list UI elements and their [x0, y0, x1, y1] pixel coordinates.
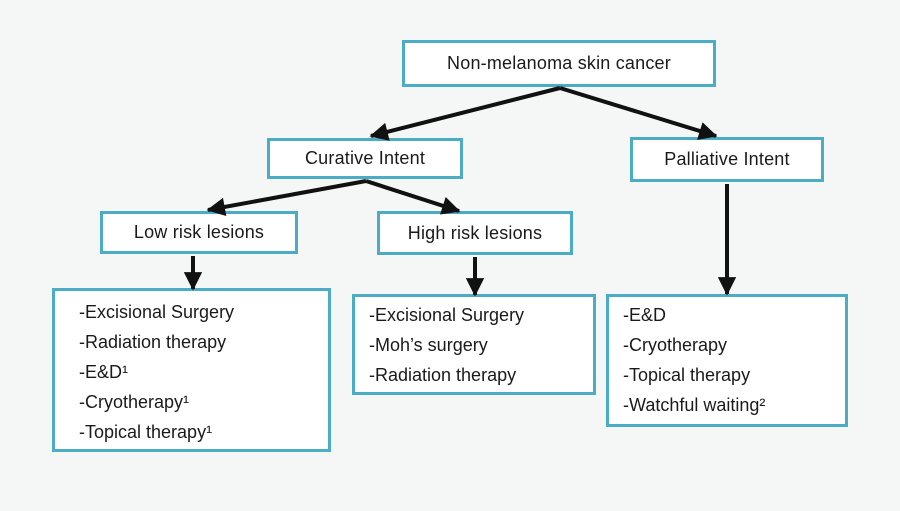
- node-label: Non-melanoma skin cancer: [447, 53, 671, 73]
- node-low-risk-treatments: -Excisional Surgery -Radiation therapy -…: [52, 288, 331, 452]
- node-curative-intent: Curative Intent: [267, 138, 463, 179]
- treatment-item: -E&D¹: [79, 362, 128, 382]
- arrow-root-to-curative: [369, 86, 561, 141]
- node-high-risk-treatments: -Excisional Surgery -Moh’s surgery -Radi…: [352, 294, 596, 395]
- arrow-root-to-palliative: [559, 86, 718, 140]
- treatment-item: -Moh’s surgery: [369, 335, 488, 355]
- treatment-item: -Radiation therapy: [79, 332, 227, 352]
- treatment-item: -Excisional Surgery: [79, 302, 235, 322]
- treatment-item: -E&D: [623, 305, 667, 325]
- node-high-risk-lesions: High risk lesions: [377, 211, 573, 255]
- treatment-item: -Watchful waiting²: [623, 395, 766, 415]
- treatment-item: -Cryotherapy¹: [79, 392, 190, 412]
- treatment-item: -Cryotherapy: [623, 335, 728, 355]
- treatment-item: -Excisional Surgery: [369, 305, 525, 325]
- treatment-item: -Radiation therapy: [369, 365, 517, 385]
- arrow-curative-to-high-risk: [365, 179, 461, 215]
- node-non-melanoma-skin-cancer: Non-melanoma skin cancer: [402, 40, 716, 87]
- treatment-item: -Topical therapy¹: [79, 422, 213, 442]
- arrow-curative-to-low-risk: [206, 179, 367, 216]
- treatment-item: -Topical therapy: [623, 365, 751, 385]
- node-low-risk-lesions: Low risk lesions: [100, 211, 298, 254]
- node-palliative-intent: Palliative Intent: [630, 137, 824, 182]
- node-palliative-treatments: -E&D -Cryotherapy -Topical therapy -Watc…: [606, 294, 848, 427]
- node-label: Low risk lesions: [133, 222, 265, 242]
- node-label: Curative Intent: [304, 148, 426, 168]
- node-label: Palliative Intent: [664, 149, 790, 169]
- node-label: High risk lesions: [407, 222, 543, 243]
